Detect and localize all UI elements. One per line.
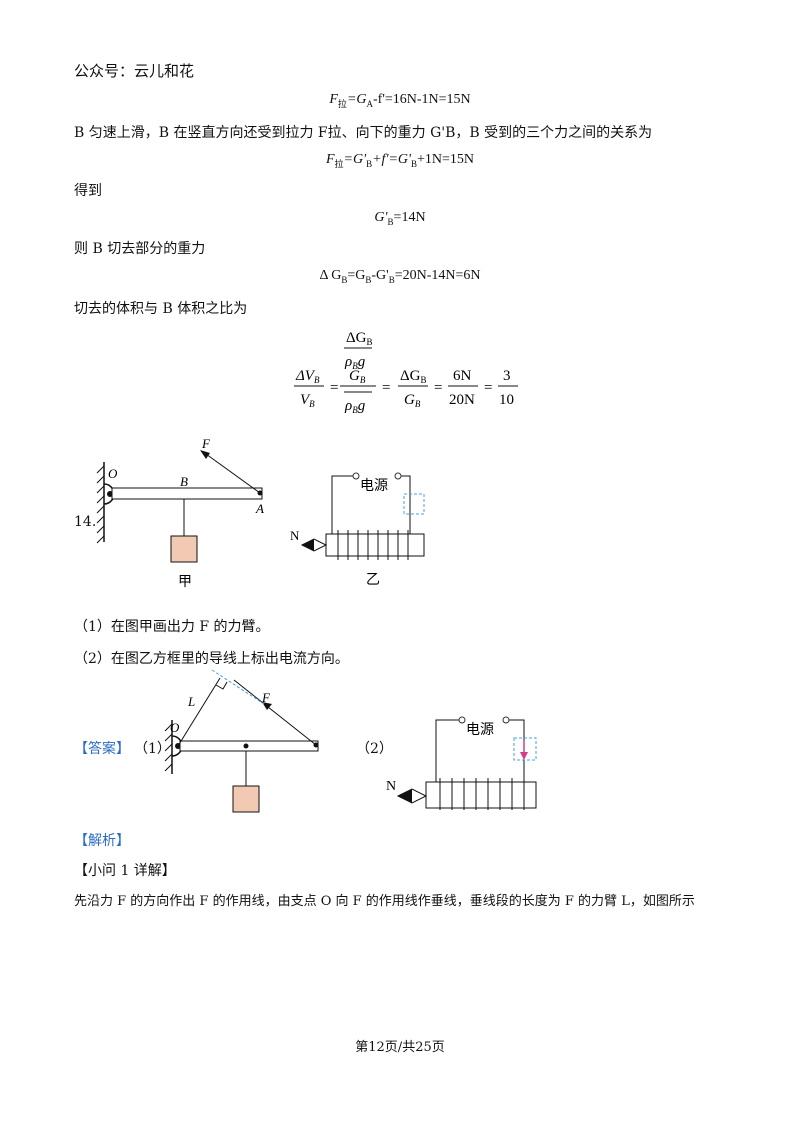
answer-part-1: （1） [134, 741, 171, 757]
equation-3: G'B=14N [374, 210, 426, 227]
figure-solenoid: 电源 N 乙 [290, 472, 425, 588]
svg-text:=: = [484, 380, 492, 396]
svg-text:3: 3 [503, 368, 511, 384]
svg-text:=: = [434, 380, 442, 396]
task-2: （2）在图乙方框里的导线上标出电流方向。 [74, 651, 349, 667]
svg-text:ΔVB: ΔVB [295, 368, 320, 385]
wechat-header: 公众号：云儿和花 [74, 62, 195, 80]
answer-figure-lever: L F O [164, 669, 319, 813]
equation-1: F拉=GA-f'=16N-1N=15N [329, 92, 471, 109]
svg-text:VB: VB [300, 392, 315, 409]
caption-jia: 甲 [178, 575, 192, 590]
caption-yi: 乙 [366, 572, 380, 588]
svg-text:GB: GB [404, 392, 421, 409]
svg-text:GB: GB [349, 368, 366, 385]
question-number: 14. [74, 514, 97, 530]
svg-text:ρBg: ρBg [344, 354, 366, 371]
figure-lever: F O B A 甲 [96, 436, 264, 590]
answer-power-label: 电源 [466, 722, 494, 738]
equation-4: Δ GB=GB-G'B=20N-14N=6N [319, 268, 481, 285]
answer-label-N: N [386, 779, 396, 794]
svg-text:6N: 6N [453, 368, 472, 384]
answer-label-L: L [187, 694, 195, 709]
task-1: （1）在图甲画出力 F 的力臂。 [74, 619, 270, 635]
label-F: F [201, 436, 211, 451]
label-B: B [180, 474, 188, 489]
answer-figure-solenoid: 电源 N [386, 716, 537, 810]
label-O: O [108, 466, 118, 481]
analysis-subheading: 【小问 1 详解】 [74, 863, 176, 879]
paragraph-volume-ratio: 切去的体积与 B 体积之比为 [74, 301, 248, 317]
svg-text:=: = [330, 380, 338, 396]
paragraph-get: 得到 [74, 183, 102, 199]
svg-text:ΔGB: ΔGB [400, 368, 427, 385]
paragraph-cut-weight: 则 B 切去部分的重力 [74, 241, 206, 257]
svg-text:ρBg: ρBg [344, 398, 366, 415]
paragraph-b-slide: B 匀速上滑，B 在竖直方向还受到拉力 F拉、向下的重力 G'B，B 受到的三个… [74, 125, 653, 141]
svg-text:10: 10 [499, 392, 514, 408]
analysis-label: 【解析】 [74, 833, 130, 849]
analysis-text: 先沿力 F 的方向作出 F 的作用线，由支点 O 向 F 的作用线作垂线，垂线段… [74, 894, 695, 909]
page-number: 第12页/共25页 [355, 1040, 445, 1055]
svg-text:=: = [382, 380, 390, 396]
svg-text:20N: 20N [449, 392, 475, 408]
label-N: N [290, 528, 300, 543]
answer-label-O: O [170, 720, 180, 735]
volume-ratio-formula: ΔVB VB = ΔGB ρBg GB ρBg = ΔGB GB = 6N 20… [294, 330, 518, 415]
answer-label-F: F [261, 690, 271, 705]
answer-part-2: （2） [356, 741, 393, 757]
answer-label: 【答案】 [74, 741, 130, 757]
svg-text:ΔGB: ΔGB [346, 330, 373, 347]
equation-2: F拉=G'B+f'=G'B+1N=15N [325, 152, 475, 169]
label-A: A [255, 501, 264, 516]
power-label: 电源 [360, 478, 388, 494]
